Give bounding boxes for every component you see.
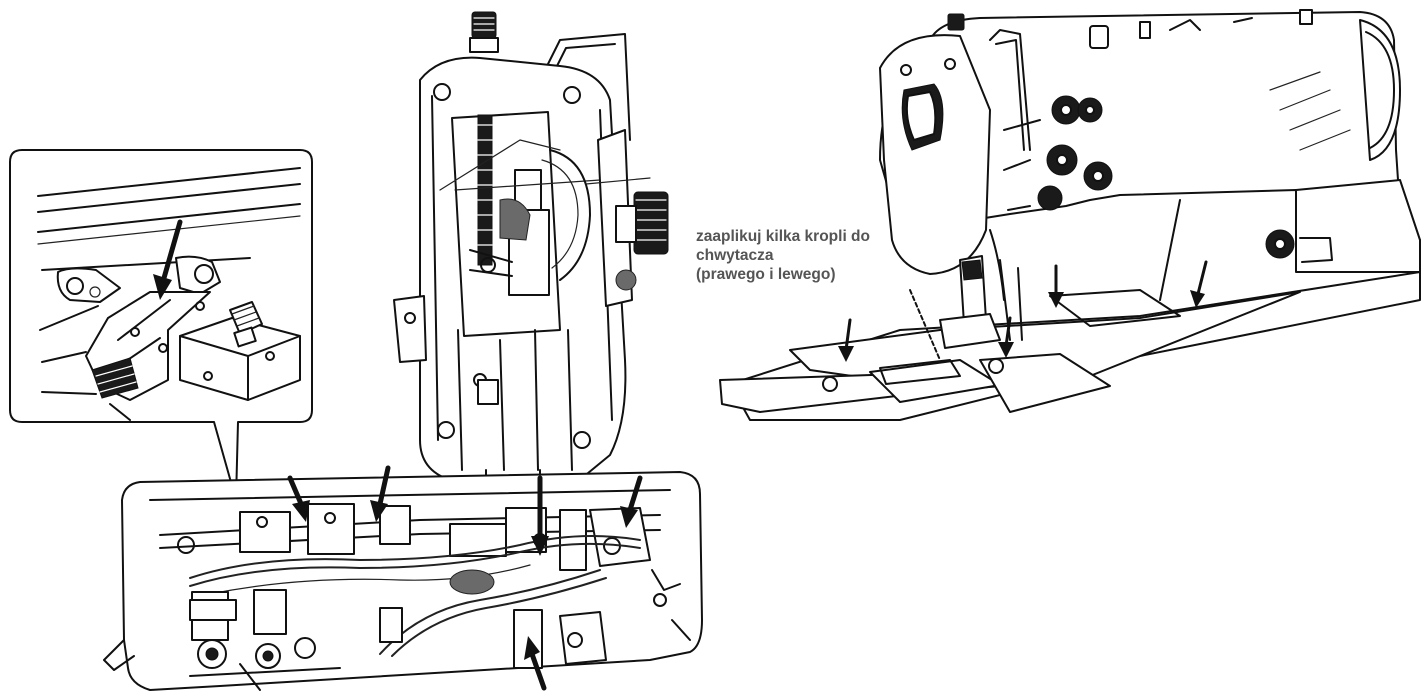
oil-instruction-line-3: (prawego i lewego) [696, 266, 836, 283]
machine-head-front-view [393, 11, 669, 496]
machine-bed-underside [103, 465, 703, 691]
oil-instruction-label: zaaplikuj kilka kropli do chwytacza (pra… [696, 227, 911, 284]
hook-detail-callout [9, 149, 313, 501]
sewing-machine-full-view [719, 9, 1421, 421]
oil-instruction-line-1: zaaplikuj kilka kropli do [696, 228, 870, 245]
oil-instruction-line-2: chwytacza [696, 247, 774, 264]
